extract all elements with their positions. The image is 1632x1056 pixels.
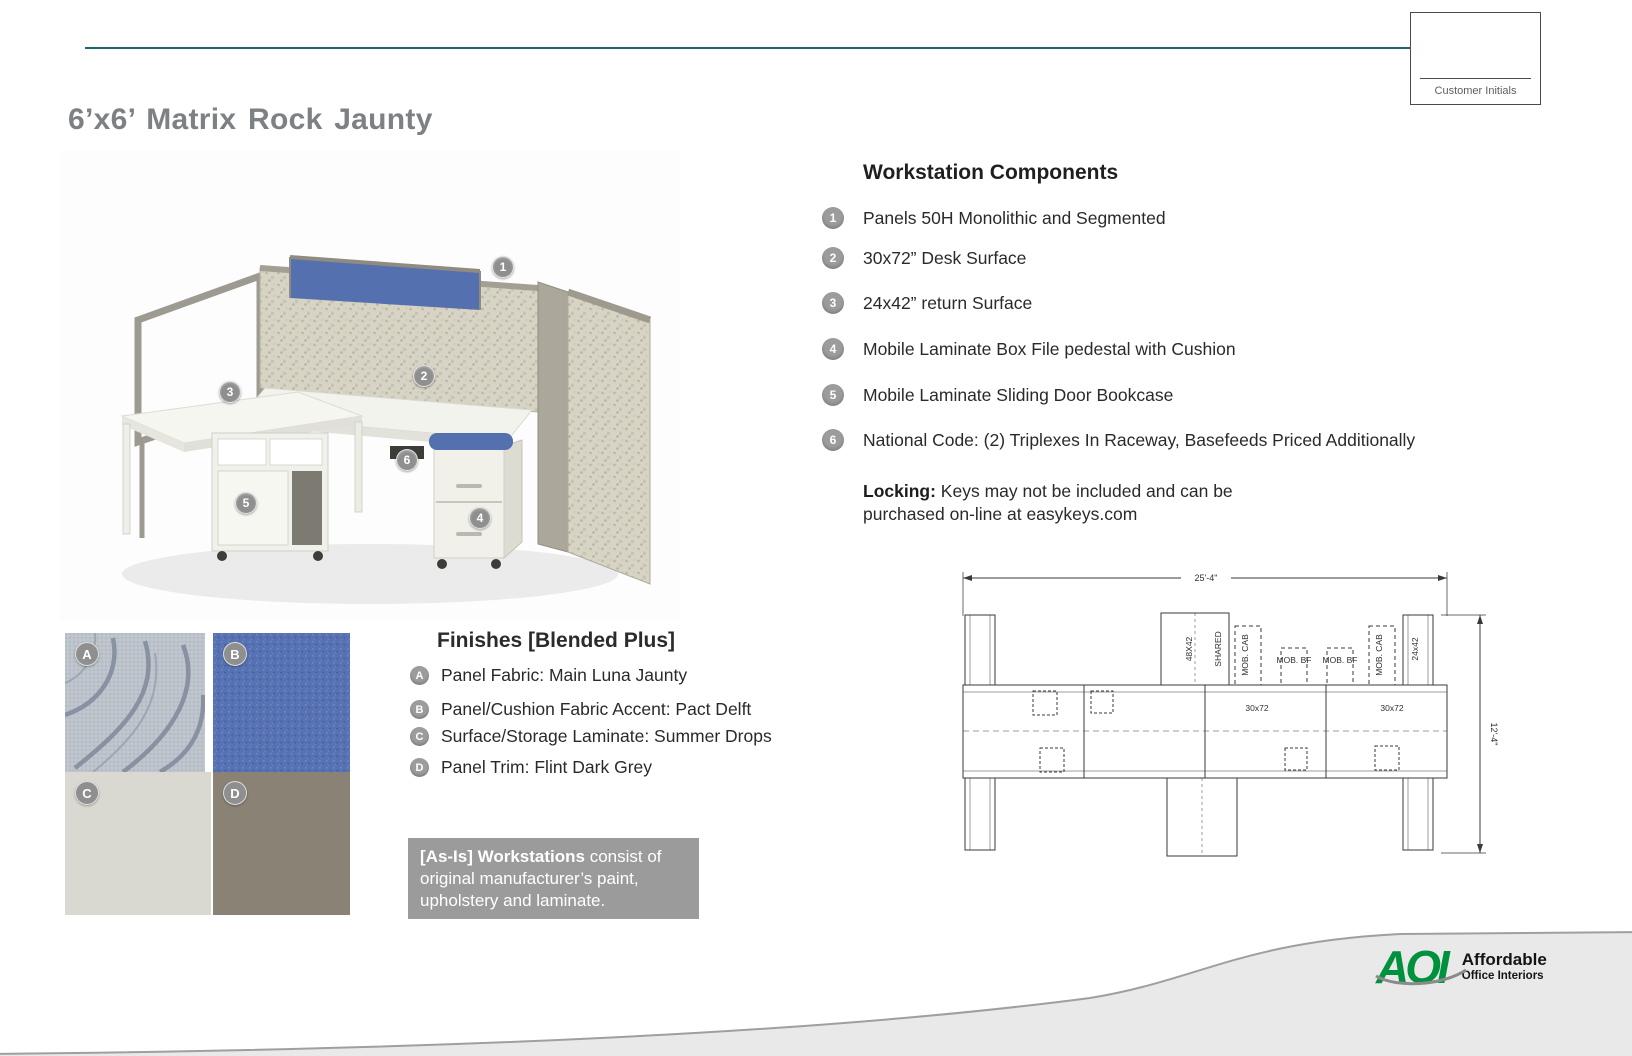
finish-text-a: Panel Fabric: Main Luna Jaunty bbox=[441, 665, 688, 685]
component-item-3: 3 24x42” return Surface bbox=[822, 292, 1032, 314]
component-text-5: Mobile Laminate Sliding Door Bookcase bbox=[863, 385, 1174, 405]
logo-name: Affordable Office Interiors bbox=[1462, 951, 1547, 982]
component-badge-3: 3 bbox=[822, 292, 844, 314]
finish-badge-a: A bbox=[410, 666, 429, 685]
logo-acronym: AOI bbox=[1375, 944, 1467, 990]
callout-badge-4: 4 bbox=[469, 507, 491, 529]
as-is-text: consist of original manufacturer’s paint… bbox=[420, 847, 662, 911]
component-item-6: 6 National Code: (2) Triplexes In Racewa… bbox=[822, 429, 1415, 451]
floorplan-label-30x72-1: 30x72 bbox=[1245, 703, 1268, 713]
logo-name-line2: Office Interiors bbox=[1461, 970, 1544, 983]
component-item-4: 4 Mobile Laminate Box File pedestal with… bbox=[822, 338, 1236, 360]
customer-initials-box: Customer Initials bbox=[1410, 12, 1541, 105]
floorplan-label-mob-cab-1: MOB. CAB bbox=[1240, 634, 1250, 676]
logo-name-line1: Affordable bbox=[1461, 950, 1547, 970]
swatch-laminate: C bbox=[65, 772, 211, 915]
dimension-width-label: 25'-4" bbox=[1195, 573, 1218, 583]
finish-item-a: A Panel Fabric: Main Luna Jaunty bbox=[410, 665, 687, 686]
floorplan-label-30x72-2: 30x72 bbox=[1380, 703, 1403, 713]
header-rule bbox=[85, 47, 1412, 49]
floorplan-label-mob-bf-2: MOB. BF bbox=[1323, 655, 1358, 665]
components-title: Workstation Components bbox=[863, 161, 1119, 184]
finish-item-c: C Surface/Storage Laminate: Summer Drops bbox=[410, 726, 772, 747]
callout-badge-5: 5 bbox=[235, 492, 257, 514]
floorplan-label-48x42: 48X42 bbox=[1184, 636, 1194, 661]
component-badge-2: 2 bbox=[822, 247, 844, 269]
dimension-height-label: 12'-4" bbox=[1489, 723, 1499, 746]
component-text-6: National Code: (2) Triplexes In Raceway,… bbox=[863, 430, 1416, 450]
component-item-2: 2 30x72” Desk Surface bbox=[822, 247, 1026, 269]
customer-initials-label: Customer Initials bbox=[1434, 85, 1517, 97]
component-badge-1: 1 bbox=[822, 207, 844, 229]
finishes-title: Finishes [Blended Plus] bbox=[437, 629, 676, 652]
swatch-c-badge: C bbox=[75, 781, 99, 805]
finish-badge-c: C bbox=[410, 727, 429, 746]
swatch-accent-fabric: B bbox=[213, 633, 350, 772]
callout-badge-6: 6 bbox=[396, 449, 418, 471]
locking-label: Locking: bbox=[863, 481, 936, 501]
component-text-3: 24x42” return Surface bbox=[863, 293, 1033, 313]
floorplan: 25'-4" 12'-4" 48X42 SHARED MOB. CAB MOB.… bbox=[945, 558, 1515, 880]
component-item-5: 5 Mobile Laminate Sliding Door Bookcase bbox=[822, 384, 1173, 406]
component-badge-6: 6 bbox=[822, 429, 844, 451]
component-text-2: 30x72” Desk Surface bbox=[863, 248, 1027, 268]
footer-swoosh bbox=[0, 931, 1632, 1056]
floorplan-drawing: 25'-4" 12'-4" 48X42 SHARED MOB. CAB MOB.… bbox=[962, 572, 1499, 857]
callout-badge-2: 2 bbox=[413, 365, 435, 387]
swatch-panel-fabric: A bbox=[65, 633, 205, 772]
cubicle-illustration bbox=[120, 255, 652, 604]
locking-note: Locking: Keys may not be included and ca… bbox=[863, 480, 1289, 526]
finish-badge-d: D bbox=[410, 758, 429, 777]
product-image: 1 2 3 4 5 6 bbox=[60, 150, 680, 620]
floorplan-label-shared: SHARED bbox=[1213, 631, 1223, 666]
finish-badge-b: B bbox=[410, 700, 429, 719]
callout-badge-1: 1 bbox=[492, 256, 514, 278]
component-badge-5: 5 bbox=[822, 384, 844, 406]
component-text-1: Panels 50H Monolithic and Segmented bbox=[863, 208, 1166, 228]
swatch-b-badge: B bbox=[223, 642, 247, 666]
as-is-bold: [As-Is] Workstations bbox=[420, 847, 585, 866]
floorplan-label-mob-bf-1: MOB. BF bbox=[1277, 655, 1312, 665]
floorplan-label-24x42: 24x42 bbox=[1410, 637, 1420, 660]
aoi-logo: AOI Affordable Office Interiors bbox=[1375, 944, 1547, 990]
swatch-a-badge: A bbox=[75, 642, 99, 666]
finish-text-c: Surface/Storage Laminate: Summer Drops bbox=[441, 726, 772, 746]
page-title: 6’x6’ Matrix Rock Jaunty bbox=[68, 103, 433, 136]
finish-text-d: Panel Trim: Flint Dark Grey bbox=[441, 757, 653, 777]
floorplan-label-mob-cab-2: MOB. CAB bbox=[1374, 634, 1384, 676]
callout-badge-3: 3 bbox=[219, 381, 241, 403]
swatch-d-badge: D bbox=[223, 781, 247, 805]
component-item-1: 1 Panels 50H Monolithic and Segmented bbox=[822, 207, 1166, 229]
finish-item-d: D Panel Trim: Flint Dark Grey bbox=[410, 757, 652, 778]
signature-line bbox=[1420, 78, 1531, 79]
finish-item-b: B Panel/Cushion Fabric Accent: Pact Delf… bbox=[410, 699, 751, 720]
finish-text-b: Panel/Cushion Fabric Accent: Pact Delft bbox=[441, 699, 752, 719]
as-is-note: [As-Is] Workstations consist of original… bbox=[408, 838, 699, 919]
swatch-panel-trim: D bbox=[213, 772, 350, 915]
locking-text: Keys may not be included and can be purc… bbox=[863, 481, 1233, 525]
component-badge-4: 4 bbox=[822, 338, 844, 360]
component-text-4: Mobile Laminate Box File pedestal with C… bbox=[863, 339, 1236, 359]
